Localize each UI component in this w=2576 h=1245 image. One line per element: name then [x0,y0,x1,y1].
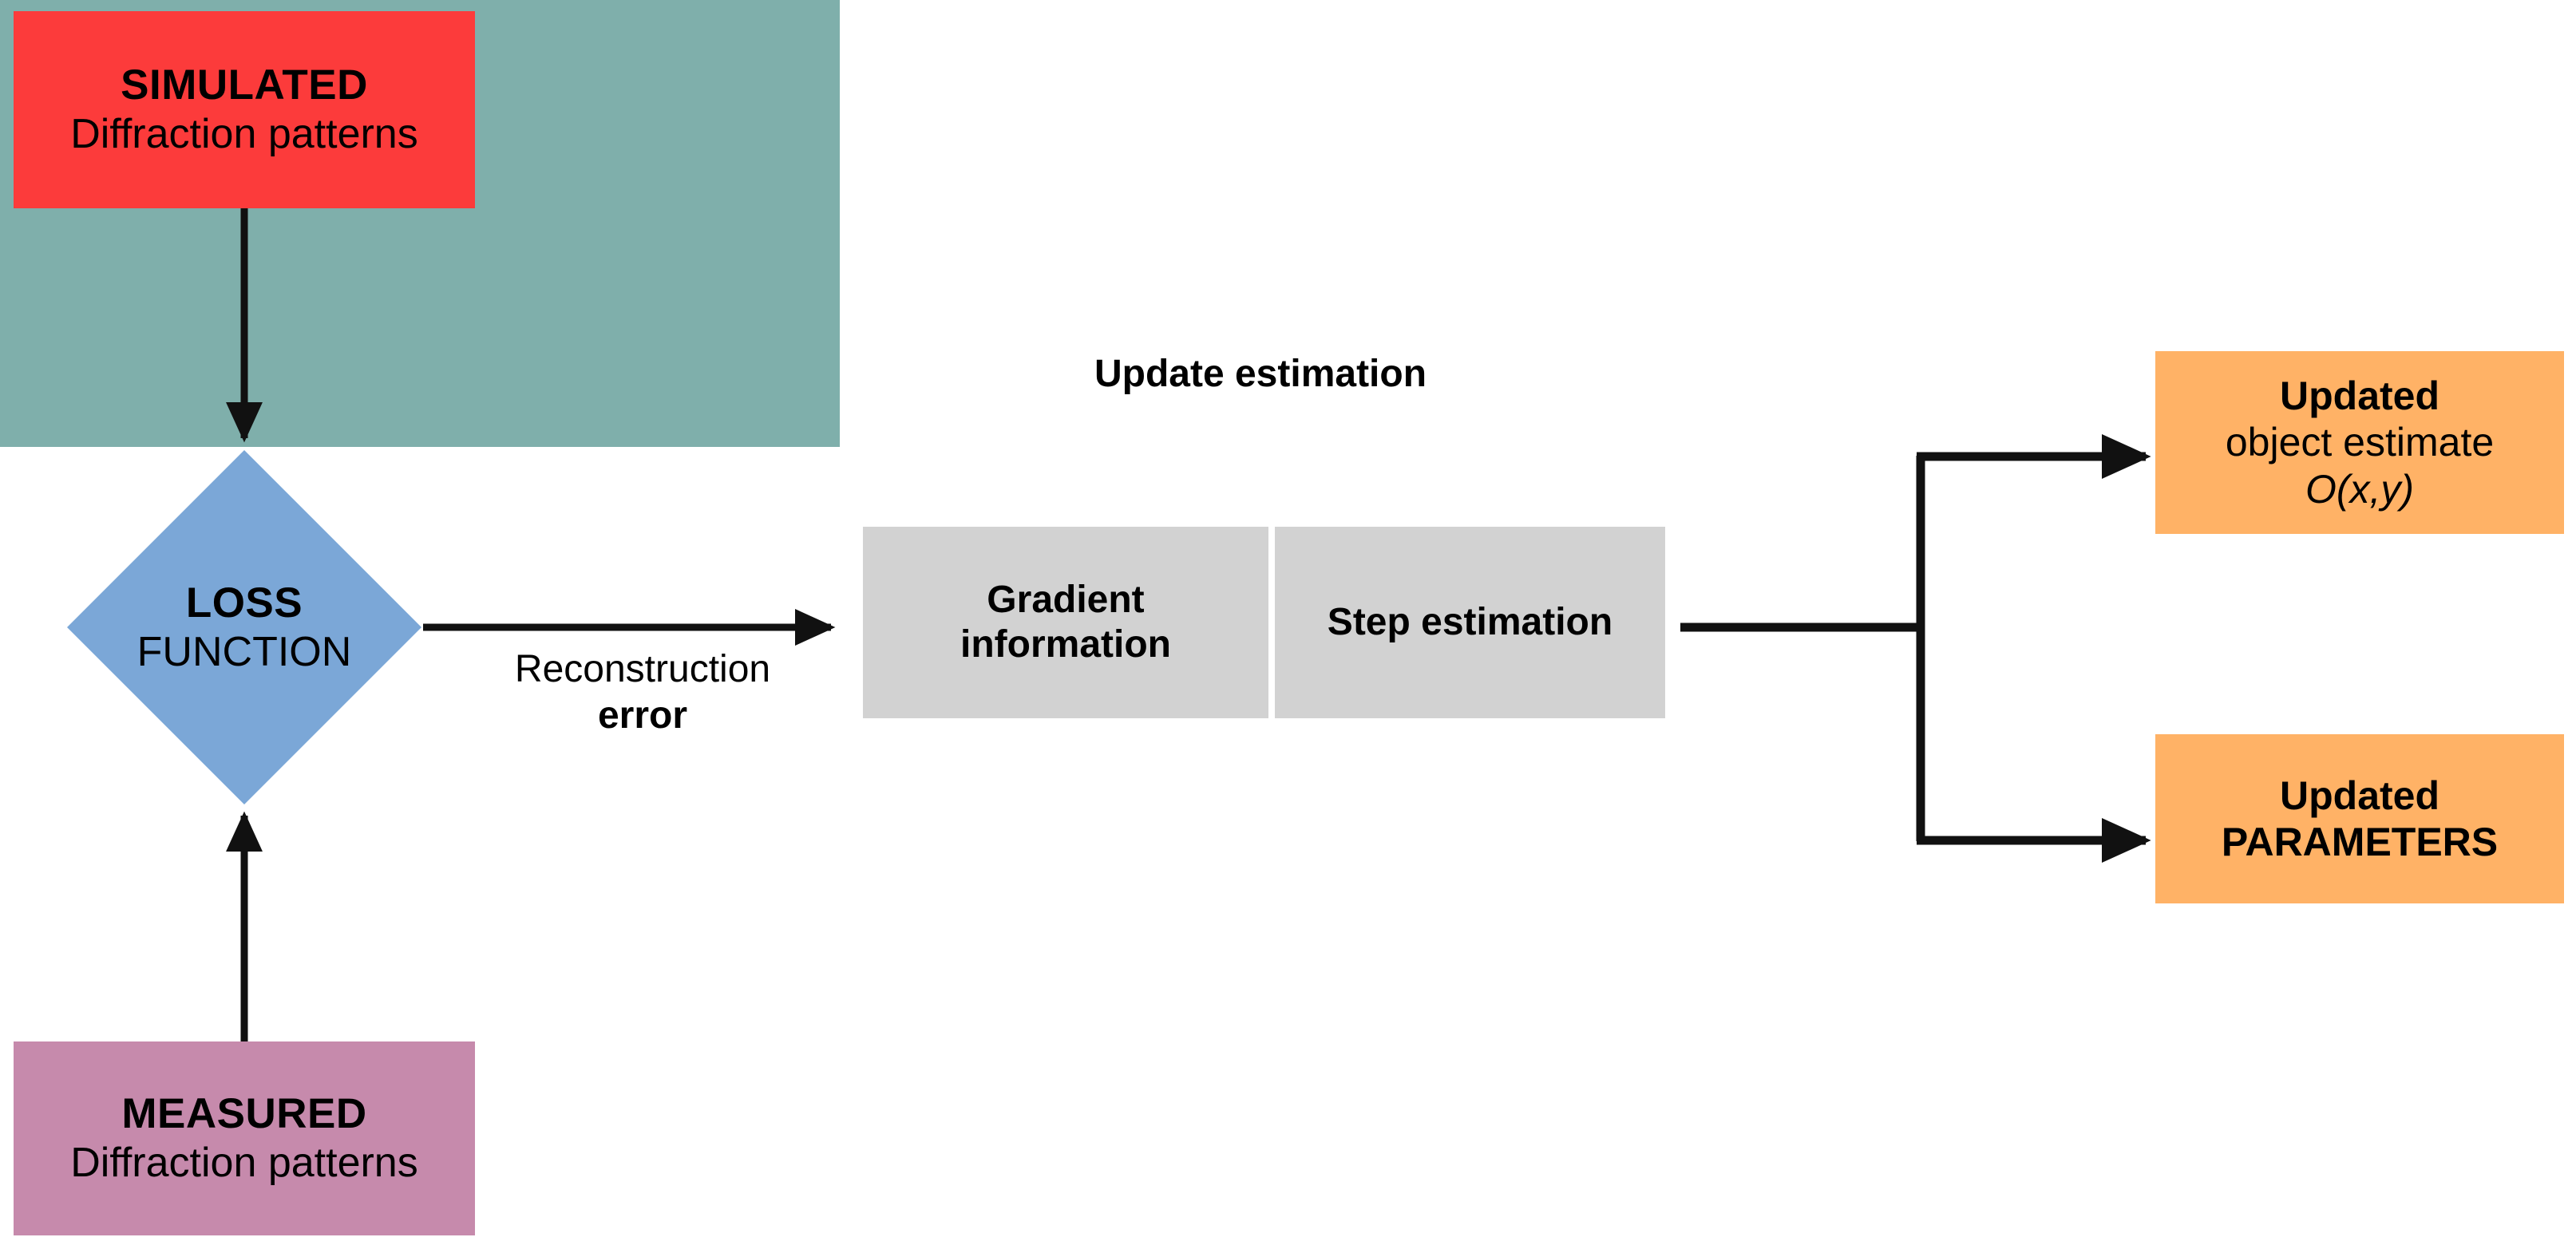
measured-diffraction-node[interactable]: MEASURED Diffraction patterns [14,1041,475,1235]
loss-function-node[interactable]: LOSS FUNCTION [65,449,423,806]
updated-parameters-line2: PARAMETERS [2221,820,2499,864]
updated-parameters-line1: Updated [2280,773,2439,818]
gradient-information-line1: Gradient [987,578,1145,621]
gradient-information-node[interactable]: Gradient information [863,527,1268,718]
simulated-subtitle: Diffraction patterns [70,111,418,158]
updated-object-line2: object estimate [2225,420,2495,465]
reconstruction-error-label: Reconstruction error [467,646,818,738]
gradient-information-label: Gradient information [960,578,1171,667]
updated-object-estimate-node[interactable]: Updated object estimate O(x,y) [2155,351,2564,534]
update-estimation-caption-text: Update estimation [1094,352,1427,395]
updated-object-line1: Updated [2280,373,2439,418]
step-estimation-node[interactable]: Step estimation [1275,527,1665,718]
gradient-information-line2: information [960,623,1171,666]
step-estimation-line1: Step estimation [1327,600,1613,643]
measured-subtitle: Diffraction patterns [70,1140,418,1187]
update-estimation-caption: Update estimation [841,347,1680,401]
simulated-diffraction-node[interactable]: SIMULATED Diffraction patterns [14,11,475,208]
step-estimation-label: Step estimation [1328,600,1612,645]
updated-object-formula: O(x,y) [2305,466,2415,512]
simulated-title: SIMULATED [121,61,368,109]
diamond-shape-icon [67,450,421,804]
reconstruction-error-line1: Reconstruction [514,648,771,690]
reconstruction-error-line2: error [597,694,688,737]
measured-title: MEASURED [121,1090,367,1138]
updated-parameters-node[interactable]: Updated PARAMETERS [2155,734,2564,903]
